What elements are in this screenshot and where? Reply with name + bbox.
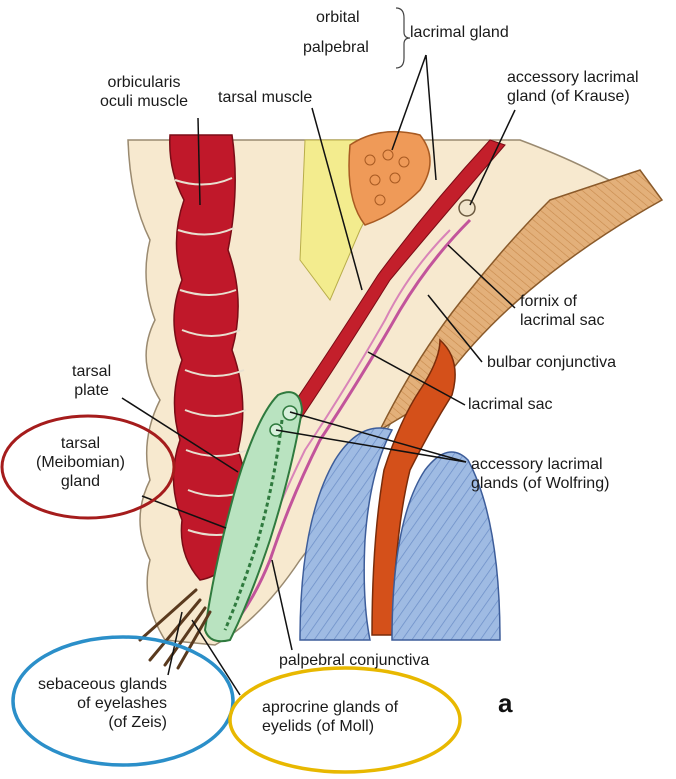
lacrimal-gland-lobules (364, 149, 410, 206)
sebaceous-highlight (11, 635, 235, 767)
orbicularis-muscle (169, 134, 250, 581)
leader-lines (121, 54, 516, 696)
panel-letter: a (498, 688, 513, 718)
label-tarsal-gland: tarsal(Meibomian)gland (36, 435, 125, 490)
label-lacrimal-gland: lacrimal gland (410, 24, 509, 41)
conjunctiva-line (218, 218, 472, 642)
meibomian-gland-duct (223, 419, 284, 631)
cornea-left (299, 427, 394, 641)
tarsal-plate (203, 391, 304, 643)
label-tarsal-muscle: tarsal muscle (218, 89, 313, 106)
rectus-muscle (371, 338, 456, 636)
tarsal-gland-highlight (0, 414, 176, 520)
label-palpebral-conjunctiva: palpebral conjunctiva (279, 652, 430, 669)
cornea-right (391, 451, 501, 641)
aprocrine-highlight (228, 666, 462, 774)
label-bulbar-conjunctiva: bulbar conjunctiva (487, 354, 616, 371)
label-orbital: orbital (316, 9, 360, 26)
label-palpebral: palpebral (303, 39, 369, 56)
lacrimal-gland-bracket (395, 7, 411, 69)
orbicularis-fascicles (174, 177, 251, 536)
krause-gland (458, 199, 476, 217)
eyelashes (138, 588, 212, 670)
label-lacrimal-sac: lacrimal sac (468, 396, 553, 413)
